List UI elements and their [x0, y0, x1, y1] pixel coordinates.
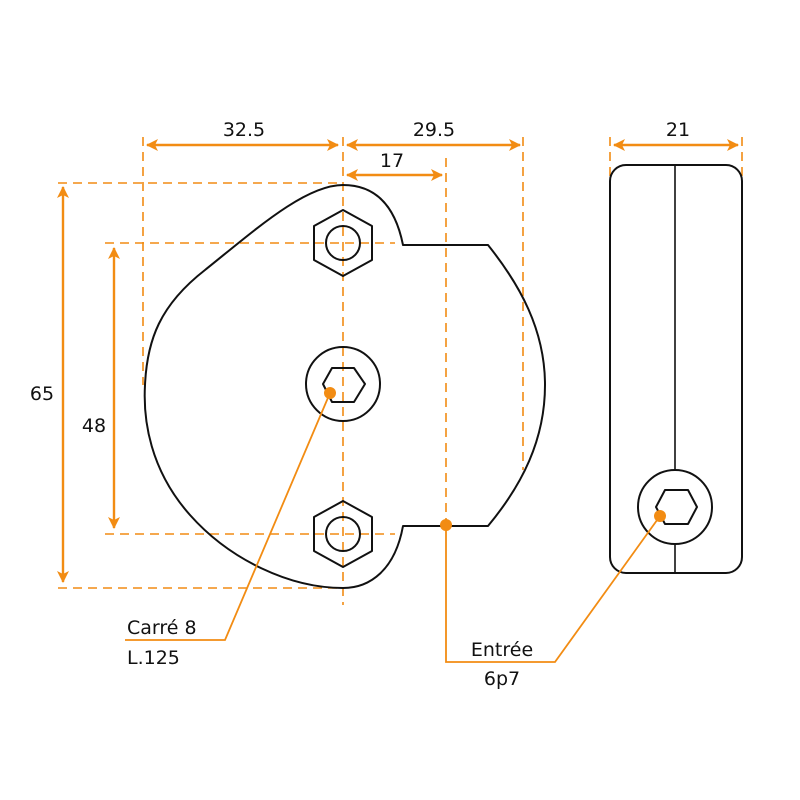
- callout-entry-line2: 6p7: [484, 668, 520, 690]
- callout-dot-entry-front: [440, 519, 452, 531]
- side-body-outline: [609, 164, 743, 574]
- dim-label-entry-offset: 17: [380, 150, 404, 172]
- square-drive-icon: [305, 346, 381, 422]
- callout-square-line1: Carré 8: [127, 617, 197, 639]
- leader-square-drive: [125, 392, 331, 641]
- dim-label-height-total: 65: [30, 383, 54, 405]
- callout-square-line2: L.125: [127, 647, 180, 669]
- construction-lines: [58, 137, 524, 605]
- dim-label-thickness: 21: [666, 119, 690, 141]
- callout-entry-line1: Entrée: [471, 639, 533, 661]
- leader-entry: [445, 515, 661, 663]
- callout-dot-entry-side: [654, 510, 666, 522]
- plate-outline: [143, 184, 546, 589]
- callout-dot-square: [324, 387, 336, 399]
- dim-label-hole-spacing: 48: [82, 415, 106, 437]
- dim-label-width-left: 32.5: [223, 119, 265, 141]
- hex-socket-icon: [637, 469, 713, 545]
- side-view: 21: [609, 119, 743, 574]
- callout-leaders: [125, 392, 661, 663]
- callout-dots: [324, 387, 666, 531]
- dimension-arrows: [57, 139, 521, 583]
- hex-nut-bottom-icon: [313, 500, 373, 568]
- hex-nut-top-icon: [313, 209, 373, 277]
- dim-label-width-right: 29.5: [413, 119, 455, 141]
